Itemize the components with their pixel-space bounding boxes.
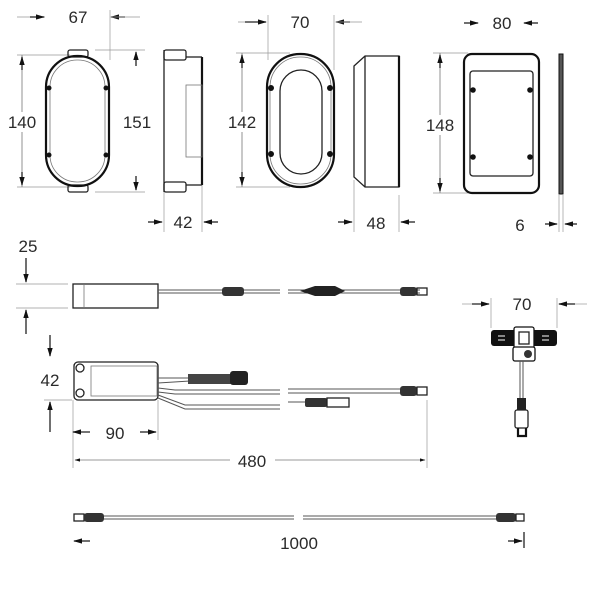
dim-depth-42: 42 (174, 213, 193, 232)
dim-width-70b: 70 (513, 295, 532, 314)
dim-width-67: 67 (69, 8, 88, 27)
dim-height-42b: 42 (41, 371, 60, 390)
dim-depth-48: 48 (367, 214, 386, 233)
dim-height-142: 142 (228, 113, 256, 132)
dim-depth-6: 6 (515, 216, 524, 235)
t-connector: 70 (462, 295, 587, 438)
oval-cover-front: 70 142 (223, 13, 362, 189)
dim-length-90: 90 (106, 424, 125, 443)
dim-width-70: 70 (291, 13, 310, 32)
oval-cover-side: 48 (338, 55, 415, 233)
power-supply: 42 90 480 (41, 335, 428, 471)
dim-width-80: 80 (493, 14, 512, 33)
extension-cable: 1000 (73, 513, 525, 553)
flush-box-side: 42 (148, 49, 218, 232)
dim-length-1000: 1000 (280, 534, 318, 553)
rect-plate-front: 80 148 (421, 14, 541, 195)
dim-height-140: 140 (8, 113, 36, 132)
rect-plate-side: 6 (515, 53, 577, 235)
flush-box-front: 67 140 151 (3, 8, 151, 193)
dim-height-151: 151 (123, 113, 151, 132)
dim-height-148: 148 (426, 116, 454, 135)
sensor-module: 25 (16, 237, 428, 334)
dim-length-480: 480 (238, 452, 266, 471)
dim-height-25: 25 (19, 237, 38, 256)
